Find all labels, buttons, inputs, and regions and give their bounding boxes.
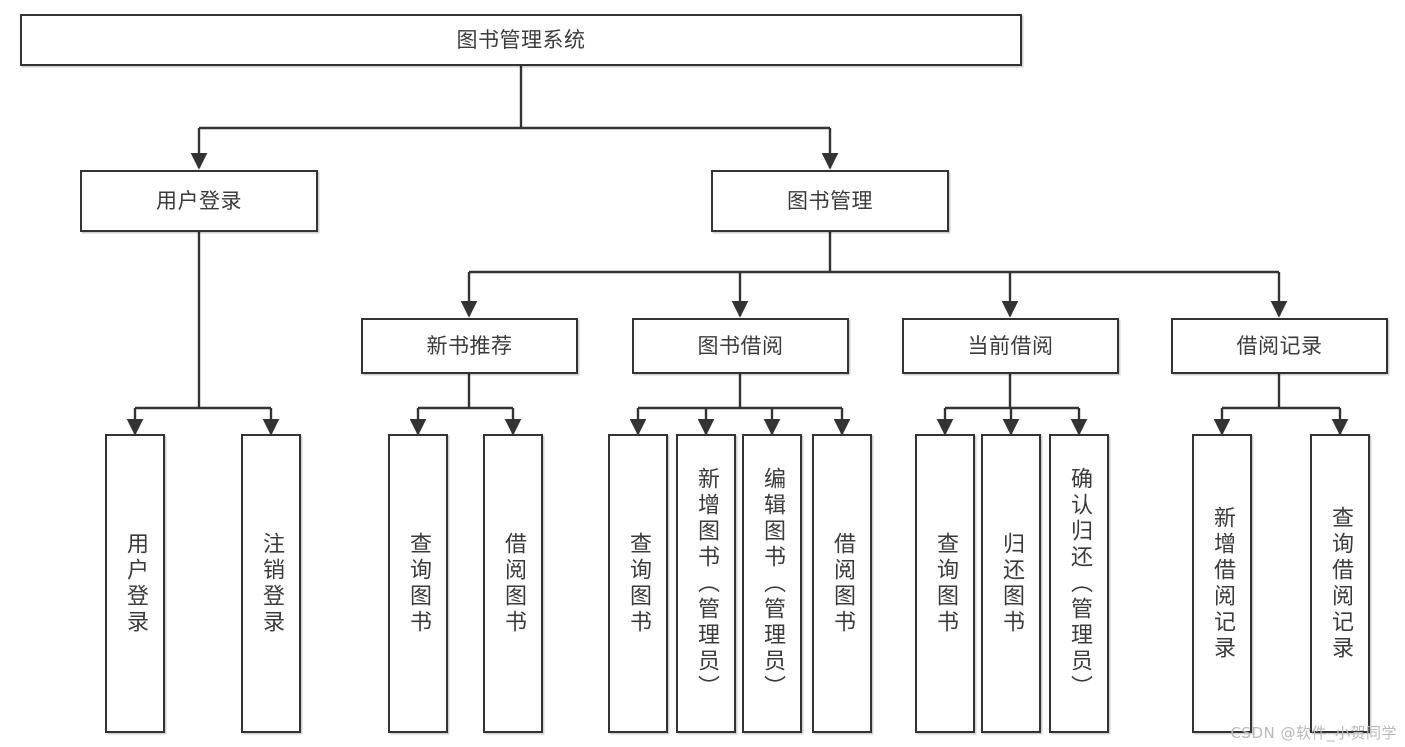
- watermark-text: CSDN @软件_小贺同学: [1230, 724, 1397, 742]
- leaf-borrow-book-a[interactable]: 借阅图书: [483, 434, 543, 733]
- leaf-query-record[interactable]: 查询借阅记录: [1310, 434, 1370, 733]
- node-book-manage[interactable]: 图书管理: [711, 170, 949, 232]
- leaf-confirm-return[interactable]: 确认归还（管理员）: [1049, 434, 1109, 733]
- node-user-login[interactable]: 用户登录: [80, 170, 318, 232]
- leaf-edit-book[interactable]: 编辑图书（管理员）: [742, 434, 802, 733]
- node-new-book[interactable]: 新书推荐: [361, 318, 578, 374]
- leaf-query-book-c-label: 查询图书: [933, 531, 958, 636]
- leaf-return-book-label: 归还图书: [999, 531, 1024, 636]
- leaf-user-login[interactable]: 用户登录: [105, 434, 165, 733]
- leaf-confirm-return-label: 确认归还（管理员）: [1067, 466, 1092, 701]
- leaf-borrow-book-b[interactable]: 借阅图书: [812, 434, 872, 733]
- leaf-return-book[interactable]: 归还图书: [981, 434, 1041, 733]
- leaf-add-record[interactable]: 新增借阅记录: [1192, 434, 1252, 733]
- leaf-edit-book-label: 编辑图书（管理员）: [760, 466, 785, 701]
- leaf-add-book[interactable]: 新增图书（管理员）: [676, 434, 736, 733]
- node-current-label: 当前借阅: [967, 333, 1054, 358]
- leaf-borrow-book-b-label: 借阅图书: [830, 531, 855, 636]
- leaf-add-record-label: 新增借阅记录: [1210, 505, 1235, 662]
- leaf-query-book-c[interactable]: 查询图书: [915, 434, 975, 733]
- node-root-label: 图书管理系统: [456, 27, 586, 52]
- leaf-query-book-b-label: 查询图书: [626, 531, 651, 636]
- node-new-book-label: 新书推荐: [426, 333, 513, 358]
- node-record[interactable]: 借阅记录: [1171, 318, 1388, 374]
- leaf-query-record-label: 查询借阅记录: [1328, 505, 1353, 662]
- leaf-logout[interactable]: 注销登录: [241, 434, 301, 733]
- node-book-manage-label: 图书管理: [787, 188, 873, 213]
- node-current[interactable]: 当前借阅: [902, 318, 1119, 374]
- node-root[interactable]: 图书管理系统: [20, 14, 1022, 66]
- leaf-logout-label: 注销登录: [259, 531, 284, 636]
- node-user-login-label: 用户登录: [156, 188, 242, 213]
- node-borrow-label: 图书借阅: [697, 333, 784, 358]
- leaf-query-book-a-label: 查询图书: [406, 531, 431, 636]
- leaf-query-book-b[interactable]: 查询图书: [608, 434, 668, 733]
- leaf-borrow-book-a-label: 借阅图书: [501, 531, 526, 636]
- node-borrow[interactable]: 图书借阅: [632, 318, 849, 374]
- leaf-user-login-label: 用户登录: [123, 531, 148, 636]
- node-record-label: 借阅记录: [1236, 333, 1323, 358]
- leaf-add-book-label: 新增图书（管理员）: [694, 466, 719, 701]
- leaf-query-book-a[interactable]: 查询图书: [388, 434, 448, 733]
